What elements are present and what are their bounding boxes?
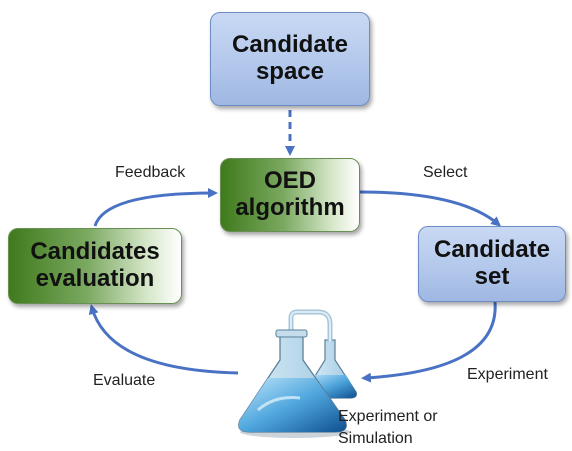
feedback-label: Feedback — [115, 164, 186, 181]
arrow-experiment — [361, 301, 497, 383]
experiment-or-simulation-line2: Simulation — [338, 430, 413, 448]
candidate-space-line1: Candidate — [231, 31, 348, 59]
oed-algorithm-box: OED algorithm — [220, 158, 360, 232]
arrow-evaluate — [88, 304, 239, 375]
experiment-or-simulation-label: Experiment or Simulation — [338, 406, 438, 451]
candidate-space-line2: space — [255, 58, 325, 85]
oed-algorithm-line1: OED — [263, 167, 316, 195]
arrow-feedback — [93, 188, 218, 227]
candidate-set-box: Candidate set — [418, 226, 566, 302]
evaluate-label: Evaluate — [93, 372, 156, 389]
candidate-space-box: Candidate space — [210, 12, 370, 106]
candidate-set-line2: set — [474, 263, 510, 290]
experiment-or-simulation-line1: Experiment or — [338, 408, 438, 425]
candidates-evaluation-line2: evaluation — [35, 265, 155, 292]
candidates-evaluation-line1: Candidates — [30, 238, 160, 266]
arrow-select — [359, 190, 502, 227]
candidate-set-line1: Candidate — [433, 236, 550, 264]
flask-icon — [238, 309, 357, 438]
experiment-label: Experiment — [467, 366, 548, 383]
oed-algorithm-line2: algorithm — [235, 194, 345, 221]
candidates-evaluation-box: Candidates evaluation — [8, 228, 182, 304]
select-label: Select — [423, 164, 468, 181]
